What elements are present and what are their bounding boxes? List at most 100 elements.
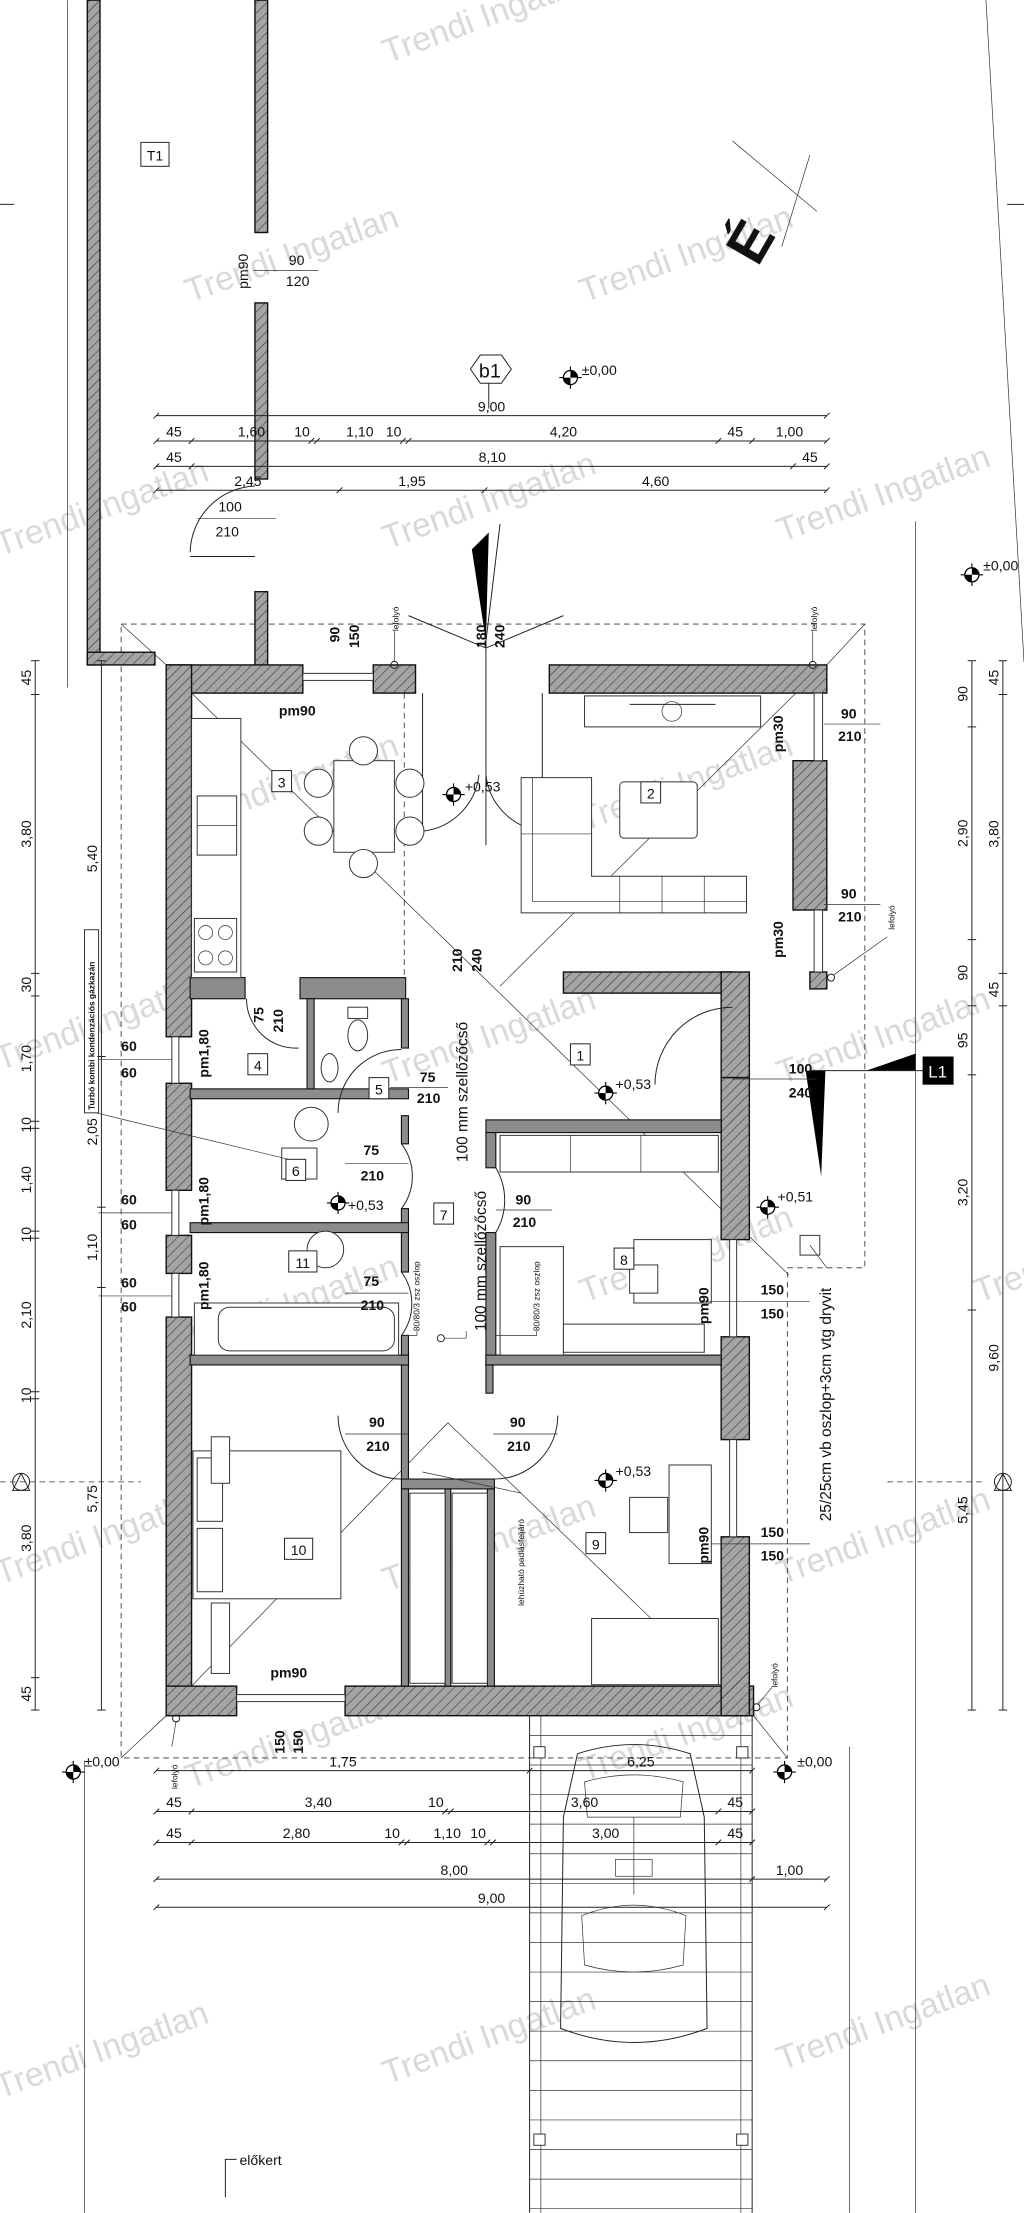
desk-room9	[629, 1464, 712, 1565]
dimension-tick	[748, 437, 756, 445]
dimension-tick	[153, 1839, 160, 1846]
dimension-label: 2,05	[84, 1118, 100, 1146]
dimension-label: 4,60	[642, 473, 670, 489]
front-garden-text: előkert	[239, 2152, 281, 2168]
level-label: ±0,00	[797, 1753, 832, 1769]
dimension-label: 5,40	[84, 845, 100, 873]
dimension-tick	[153, 1875, 160, 1883]
dimension-label: 10	[18, 1387, 34, 1403]
dimension-label: 1,00	[776, 424, 804, 440]
opening-height: 150	[761, 1548, 785, 1564]
dimension-tick	[153, 1808, 160, 1815]
dimension-label: 45	[166, 1825, 182, 1841]
dimension-tick	[441, 1808, 449, 1815]
dimension-tick	[748, 1839, 756, 1846]
dimension-tick	[823, 1904, 830, 1911]
window-type-label: pm90	[270, 1665, 307, 1681]
attic-hatch-note: lehúzható padlásfeljáró	[516, 1519, 526, 1606]
dimension-tick	[481, 487, 488, 494]
opening-width: 100	[789, 1060, 813, 1076]
dimension-label: 90	[955, 686, 971, 702]
room-number: 9	[592, 1536, 600, 1552]
level-label: ±0,00	[582, 362, 617, 378]
bed-room9	[591, 1618, 719, 1686]
dimension-tick	[153, 487, 160, 494]
opening-width: 75	[250, 1007, 266, 1023]
dimension-tick	[715, 1839, 722, 1846]
room-number: 4	[254, 1058, 262, 1074]
opening-width: 210	[449, 948, 465, 972]
dimension-label: 2,90	[955, 819, 971, 847]
sofa	[520, 777, 748, 914]
dimension-tick	[403, 1839, 411, 1846]
bathtub-icon	[193, 1302, 400, 1356]
section-arrow-l1	[805, 1070, 826, 1177]
window-type-label: pm90	[695, 1287, 711, 1324]
window-type-label: pm1,80	[195, 1177, 211, 1226]
room-number: 10	[291, 1542, 307, 1558]
opening-height: 210	[270, 1009, 286, 1033]
room-number: 7	[440, 1207, 448, 1223]
dimension-label: 3,40	[305, 1794, 333, 1810]
dimension-tick	[308, 437, 315, 445]
level-marker-icon	[773, 1760, 796, 1784]
dimension-label: 6,25	[627, 1753, 655, 1769]
bed-room10	[192, 1436, 342, 1674]
watermark: Trendi Ingatlan	[969, 1198, 1024, 1310]
dimension-label: 3,60	[571, 1794, 599, 1810]
tv-unit	[584, 695, 762, 728]
dimension-label: 1,40	[18, 1166, 34, 1194]
dimension-tick	[188, 437, 195, 445]
dimension-label: 45	[986, 982, 1002, 998]
dimension-tick	[748, 1767, 756, 1774]
opening-width: 75	[363, 1273, 379, 1289]
drain-note: lefolyó	[809, 606, 819, 631]
opening-height: 210	[838, 728, 862, 744]
level-marker-icon	[594, 1469, 617, 1492]
dimension-label: 45	[166, 1794, 182, 1810]
opening-height: 210	[507, 1438, 531, 1454]
opening-width: 90	[326, 627, 342, 643]
wardrobe-hall	[409, 1492, 488, 1684]
opening-width: 60	[121, 1191, 137, 1207]
room-labels: 1 2 3 4 5 6 7 8 9 10 11	[247, 770, 662, 1560]
column-note: 80/80/3 zsz oszlop	[412, 1261, 422, 1331]
dimension-label: 9,60	[986, 1344, 1002, 1372]
opening-width: 150	[272, 1730, 288, 1754]
desk-room8	[562, 1239, 712, 1353]
watermark: Trendi Ingatlan	[377, 980, 601, 1092]
section-arrow-top	[408, 524, 564, 846]
dimension-label: 10	[386, 424, 402, 440]
level-label: ±0,00	[85, 1753, 120, 1769]
room-number: 2	[647, 786, 655, 802]
dining-table	[303, 736, 425, 879]
column-note: 80/80/3 zsz oszlop	[531, 1261, 541, 1331]
window-type-label: pm30	[770, 921, 786, 958]
boiler-note: Turbó kombi kondenzációs gázkazán	[86, 962, 96, 1110]
dimension-tick	[153, 463, 160, 470]
dimension-label: 45	[802, 449, 818, 465]
dimension-label: 2,80	[283, 1825, 311, 1841]
level-marker-icon	[559, 366, 582, 389]
windows	[171, 672, 824, 1703]
dimension-tick	[823, 1875, 830, 1883]
furniture: L1	[191, 695, 954, 1686]
room-number: 5	[375, 1082, 383, 1098]
opening-width: 90	[289, 252, 305, 268]
carport-slats	[529, 1735, 753, 2210]
dimension-label: 3,80	[18, 1524, 34, 1552]
section-mark-left	[11, 1472, 31, 1491]
watermark: Trendi Ingatlan	[377, 1980, 601, 2092]
dimension-tick	[489, 1839, 497, 1846]
opening-width: 60	[121, 1274, 137, 1290]
dimension-label: 1,75	[329, 1753, 357, 1769]
dimension-label: 30	[18, 977, 34, 993]
dimension-tick	[399, 437, 407, 445]
dimension-label: 8,00	[441, 1862, 469, 1878]
dimension-label: 45	[727, 1794, 743, 1810]
window-type-label: pm90	[279, 703, 316, 719]
dimension-label: 3,20	[955, 1179, 971, 1207]
dimension-label: 10	[384, 1825, 400, 1841]
